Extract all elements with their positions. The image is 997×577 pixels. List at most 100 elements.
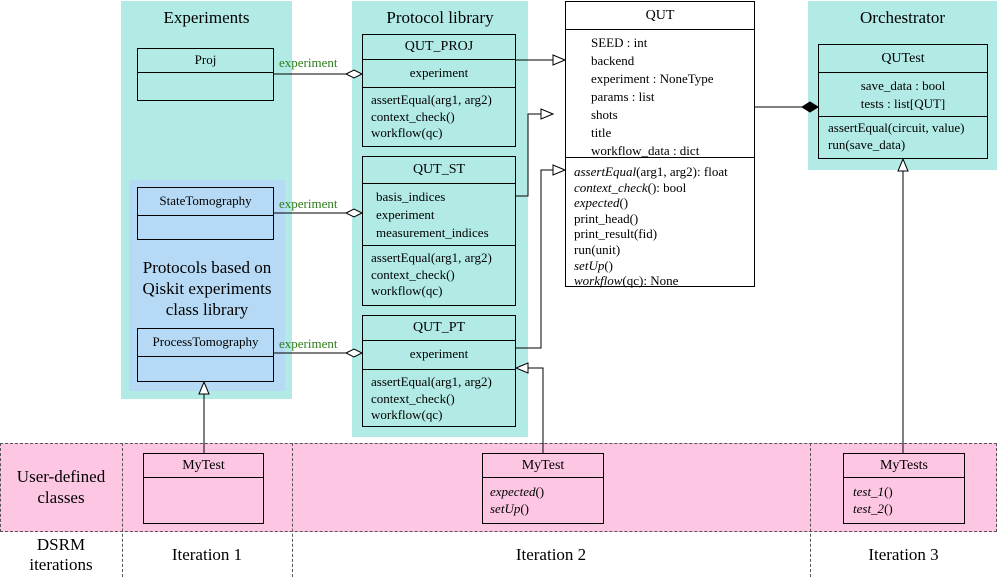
user-defined-row [0,443,997,532]
method-assertequal: assertEqual(arg1, arg2) [371,92,492,107]
method-workflow: workflow(qc) [371,407,443,422]
qut-attr: title [591,125,612,140]
method-test-2: test_2() [853,500,893,516]
method-assertequal: assertEqual(arg1, arg2) [371,374,492,389]
qut-method-signature: () [619,195,629,211]
qut-method-name: expected [574,195,620,211]
assoc-label-process-tomography: experiment [279,336,338,351]
method-assertequal: assertEqual(arg1, arg2) [371,250,492,265]
class-mytest-iteration-2: MyTest expected() setUp() [482,453,604,524]
method-expected: expected() [490,484,545,499]
attr-save-data: save_data : bool [860,78,946,93]
class-qut-pt-methods: assertEqual(arg1, arg2) context_check() … [363,370,515,424]
class-qut-st-name: QUT_ST [363,157,515,184]
row-divider-2 [292,443,293,577]
class-mytest-iteration-1-name: MyTest [144,454,263,478]
qut-method-name: run [574,241,592,257]
qut-method-signature: (fid) [633,226,658,242]
class-mytests-iteration-3: MyTests test_1() test_2() [843,453,965,524]
class-proj-name: Proj [138,49,273,73]
qut-method: assertEqual(arg1, arg2): float [574,164,754,180]
class-qut-st-methods: assertEqual(arg1, arg2) context_check() … [363,246,515,300]
class-qut-proj-name: QUT_PROJ [363,35,515,60]
class-state-tomography: StateTomography [137,187,274,240]
method-assertequal: assertEqual(circuit, value) [828,120,965,135]
attr-basis-indices: basis_indices [376,189,446,204]
class-qut-st-attrs: basis_indices experiment measurement_ind… [363,184,515,246]
class-mytest-iteration-2-name: MyTest [483,454,603,478]
qut-attr: shots [591,107,618,122]
method-setup: setUp() [490,500,530,516]
row-divider-3 [810,443,811,577]
class-qut-pt: QUT_PT experiment assertEqual(arg1, arg2… [362,315,516,427]
class-qut-pt-attrs: experiment [363,341,515,370]
class-qutest-attrs: save_data : bool tests : list[QUT] [819,73,987,117]
attr-experiment: experiment [409,65,469,80]
protocol-library-title: Protocol library [386,8,494,27]
qut-method: setUp() [574,258,754,274]
class-mytests-iteration-3-name: MyTests [844,454,964,478]
class-qutest-name: QUTest [819,45,987,73]
qut-method: print_head() [574,211,754,227]
qut-attr: params : list [591,89,655,104]
qut-method-signature: () [604,257,614,273]
class-state-tomography-name: StateTomography [138,188,273,216]
iteration-1-label: Iteration 1 [171,545,243,564]
class-proj: Proj [137,48,274,101]
qut-attr: backend [591,53,635,68]
class-mytests-iteration-3-methods: test_1() test_2() [844,478,964,517]
class-mytest-iteration-1: MyTest [143,453,264,524]
class-qutest-methods: assertEqual(circuit, value) run(save_dat… [819,117,987,153]
class-qut: QUT SEED : int backend experiment : NoneTy… [565,1,755,289]
orchestrator-title: Orchestrator [860,8,945,27]
iteration-2-label: Iteration 2 [515,545,587,564]
class-qut-proj-attrs: experiment [363,60,515,88]
attr-measurement-indices: measurement_indices [376,225,489,240]
qut-method-name: print_result [574,226,634,242]
qut-method-signature: (unit) [591,241,621,257]
qut-attr: experiment : NoneType [591,71,714,86]
attr-tests: tests : list[QUT] [860,95,946,111]
iteration-3-label: Iteration 3 [868,545,939,564]
class-qut-name: QUT [566,2,754,30]
qut-method: print_result(fid) [574,226,754,242]
class-process-tomography: ProcessTomography [137,328,274,382]
qut-attr: workflow_data : dict [591,143,700,158]
class-qut-proj-methods: assertEqual(arg1, arg2) context_check() … [363,88,515,142]
qut-method: context_check(): bool [574,180,754,196]
class-qut-attrs: SEED : int backend experiment : NoneType pa… [566,30,754,158]
orchestrator-panel: Orchestrator [808,1,997,170]
method-test-1: test_1() [853,484,893,499]
class-mytest-iteration-2-methods: expected() setUp() [483,478,603,517]
row-divider-1 [122,443,123,577]
assoc-label-proj: experiment [279,55,338,70]
class-qut-st: QUT_ST basis_indices experiment measurem… [362,156,516,306]
class-qut-proj: QUT_PROJ experiment assertEqual(arg1, ar… [362,34,516,147]
qut-attr: SEED : int [591,35,648,50]
qut-method-name: assertEqual [574,164,637,179]
attr-experiment: experiment [376,207,435,222]
qut-method-signature: () [629,210,639,226]
qut-method-signature: (qc): None [622,273,679,289]
qut-method: expected() [574,195,754,211]
qut-method-name: context_check [574,179,648,195]
attr-experiment: experiment [409,346,469,361]
method-workflow: workflow(qc) [371,283,443,298]
class-qutest: QUTest save_data : bool tests : list[QUT… [818,44,988,159]
qut-method-name: print_head [574,210,630,226]
qut-method: run(unit) [574,242,754,258]
method-context-check: context_check() [371,266,455,282]
protocol-library-panel: Protocol library [352,1,528,437]
method-run: run(save_data) [828,136,906,152]
qut-method: workflow(qc): None [574,273,754,289]
qut-method-name: setUp [574,257,605,273]
experiments-title: Experiments [163,8,250,27]
qut-method-name: workflow [574,273,623,289]
method-context-check: context_check() [371,108,455,124]
class-process-tomography-name: ProcessTomography [138,329,273,357]
qut-method-signature: (): bool [647,179,687,195]
